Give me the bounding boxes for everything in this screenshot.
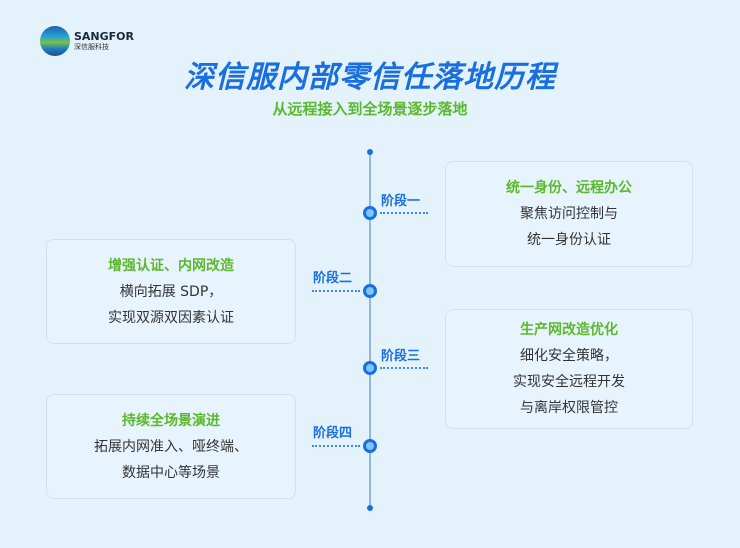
card-line: 与离岸权限管控 xyxy=(520,400,618,416)
card-title: 统一身份、远程办公 xyxy=(506,180,632,196)
stage-4-label: 阶段四 xyxy=(313,426,353,441)
card-line: 聚焦访问控制与 xyxy=(520,206,618,222)
stage-1-node xyxy=(363,206,377,220)
stage-1-card: 统一身份、远程办公 聚焦访问控制与 统一身份认证 xyxy=(445,161,693,267)
stage-2-connector xyxy=(312,290,360,292)
card-line: 细化安全策略， xyxy=(520,348,618,364)
stage-1-connector xyxy=(380,212,428,214)
stage-3-card: 生产网改造优化 细化安全策略， 实现安全远程开发 与离岸权限管控 xyxy=(445,309,693,429)
stage-1-label: 阶段一 xyxy=(381,194,421,209)
stage-2-node xyxy=(363,284,377,298)
timeline-line xyxy=(369,152,371,508)
card-line: 拓展内网准入、哑终端、 xyxy=(94,438,248,455)
stage-2-card: 增强认证、内网改造 横向拓展 SDP， 实现双源双因素认证 xyxy=(46,239,296,344)
page-subtitle: 从远程接入到全场景逐步落地 xyxy=(272,100,468,118)
stage-3-connector xyxy=(380,367,428,369)
card-line: 横向拓展 SDP， xyxy=(119,283,223,300)
logo-cn: 深信服科技 xyxy=(74,43,109,51)
card-title: 生产网改造优化 xyxy=(520,322,618,338)
card-title: 增强认证、内网改造 xyxy=(108,257,234,274)
card-line: 实现双源双因素认证 xyxy=(108,309,234,326)
stage-4-card: 持续全场景演进 拓展内网准入、哑终端、 数据中心等场景 xyxy=(46,394,296,499)
timeline-start-dot xyxy=(367,149,373,155)
stage-4-node xyxy=(363,439,377,453)
sangfor-logo: SANGFOR 深信服科技 xyxy=(40,26,134,56)
globe-logo-icon xyxy=(40,26,70,56)
stage-3-node xyxy=(363,361,377,375)
stage-2-label: 阶段二 xyxy=(313,271,353,286)
card-line: 统一身份认证 xyxy=(527,232,611,248)
logo-name: SANGFOR xyxy=(74,30,135,43)
card-title: 持续全场景演进 xyxy=(122,412,220,429)
timeline-end-dot xyxy=(367,505,373,511)
stage-3-label: 阶段三 xyxy=(381,349,421,364)
card-line: 实现安全远程开发 xyxy=(513,374,625,390)
stage-4-connector xyxy=(312,445,360,447)
card-line: 数据中心等场景 xyxy=(122,464,220,481)
page-title: 深信服内部零信任落地历程 xyxy=(184,60,556,95)
